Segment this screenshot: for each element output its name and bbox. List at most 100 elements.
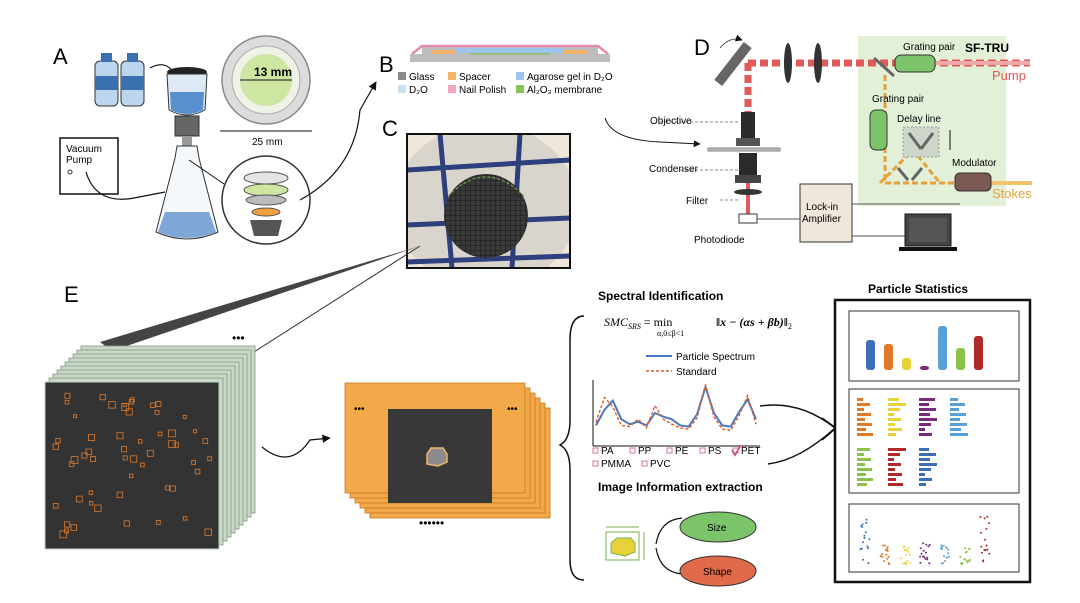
particle-box [207, 456, 212, 462]
particle-box [194, 468, 201, 475]
stats-hist-bar [950, 423, 967, 426]
arrow-a-to-b [299, 81, 377, 201]
particle-box [76, 495, 83, 503]
stats-point [920, 552, 923, 555]
particle-box [88, 490, 94, 495]
stats-hist-bar [888, 428, 902, 431]
stats-hist-bar [888, 478, 896, 481]
arrow-to-crops [261, 434, 331, 458]
stats-point [983, 549, 986, 551]
water-bottles [94, 53, 145, 107]
stats-point [985, 527, 988, 530]
stats-hist-bar [950, 418, 960, 421]
polymer-label: PMMA [601, 459, 631, 470]
polymer-checkbox[interactable] [629, 447, 636, 454]
stats-point [919, 555, 922, 558]
stats-point [862, 541, 864, 544]
particle-box [157, 431, 163, 437]
stats-point [924, 557, 927, 560]
sample-photo [406, 133, 571, 269]
modulator-label: Modulator [952, 158, 997, 169]
particle-sketch [605, 526, 645, 561]
polymer-checkbox[interactable] [641, 460, 648, 467]
polymer-label: PE [675, 446, 689, 457]
stats-point [884, 544, 887, 547]
filter-label: Filter [686, 196, 709, 207]
spectrum-series-particle [595, 383, 757, 428]
particle-box [70, 456, 79, 464]
crop-ellipsis-right: ••• [507, 404, 518, 415]
stats-hist-bar [919, 453, 936, 456]
particle-box [191, 460, 196, 465]
stats-point [968, 547, 971, 550]
particle-box [73, 414, 77, 419]
stats-point [865, 518, 868, 521]
legend-swatch [516, 85, 524, 93]
stats-point [919, 547, 922, 550]
stats-point [946, 556, 948, 559]
stats-hist-bar [888, 453, 900, 456]
stats-hist-bar [950, 403, 965, 406]
stats-hist-bar [919, 433, 932, 436]
sf-tru-label: SF-TRU [965, 41, 1009, 55]
polymer-checkbox[interactable] [592, 460, 599, 467]
shape-node: Shape [679, 555, 757, 587]
zoom-wedge [100, 246, 420, 351]
stats-hist-bar [919, 478, 932, 481]
stats-point [922, 549, 925, 552]
particle-box [116, 432, 124, 440]
stats-point [940, 545, 943, 548]
stats-point [944, 560, 947, 562]
particle-box [164, 485, 170, 491]
polymer-label: PVC [650, 459, 671, 470]
stats-point [966, 561, 969, 564]
stats-hist-bar [888, 458, 894, 461]
particle-box [52, 443, 59, 450]
photodiode-label: Photodiode [694, 235, 745, 246]
particle-box [121, 446, 128, 453]
curly-brace [558, 315, 585, 581]
stats-point [947, 552, 950, 555]
stats-point [919, 561, 922, 564]
particle-box [168, 429, 176, 438]
panel-label-d: D [694, 35, 710, 60]
stats-point [924, 551, 927, 554]
stats-point [927, 545, 930, 548]
stats-point [926, 556, 929, 559]
polymer-checkbox[interactable] [699, 447, 706, 454]
legend-swatch [398, 72, 406, 80]
stats-point [980, 545, 983, 548]
particle-box [173, 442, 179, 448]
stats-bar [938, 326, 947, 370]
stats-point [906, 560, 909, 563]
stats-bar [974, 336, 983, 370]
particle-box [55, 438, 61, 444]
stats-point [903, 548, 906, 551]
particle-box [123, 520, 130, 527]
particle-box [59, 530, 68, 539]
legend-particle-spectrum: Particle Spectrum [676, 352, 755, 363]
stats-hist-bar [857, 418, 865, 421]
stats-point [923, 556, 926, 559]
stats-point [886, 546, 889, 548]
particle-box [169, 485, 176, 492]
size-label: Size [707, 523, 727, 534]
stats-hist-bar [857, 453, 864, 456]
polymer-checkbox[interactable] [666, 447, 673, 454]
particle-box [94, 504, 102, 512]
particle-box [155, 520, 161, 525]
arrow-b-to-d [604, 117, 701, 148]
stats-bar [920, 366, 929, 370]
legend-swatch [516, 72, 524, 80]
stats-hist-bar [919, 463, 937, 466]
particle-box [121, 402, 130, 411]
stats-hist-bar [888, 423, 895, 426]
stats-hist-bar [857, 478, 873, 481]
stats-point [964, 551, 967, 554]
polymer-checkbox[interactable] [592, 447, 599, 454]
optics: Grating pair Grating pair Delay line Mod… [714, 34, 1032, 201]
particle-box [81, 452, 88, 459]
condenser-label: Condenser [649, 164, 699, 175]
particle-box [85, 448, 93, 456]
